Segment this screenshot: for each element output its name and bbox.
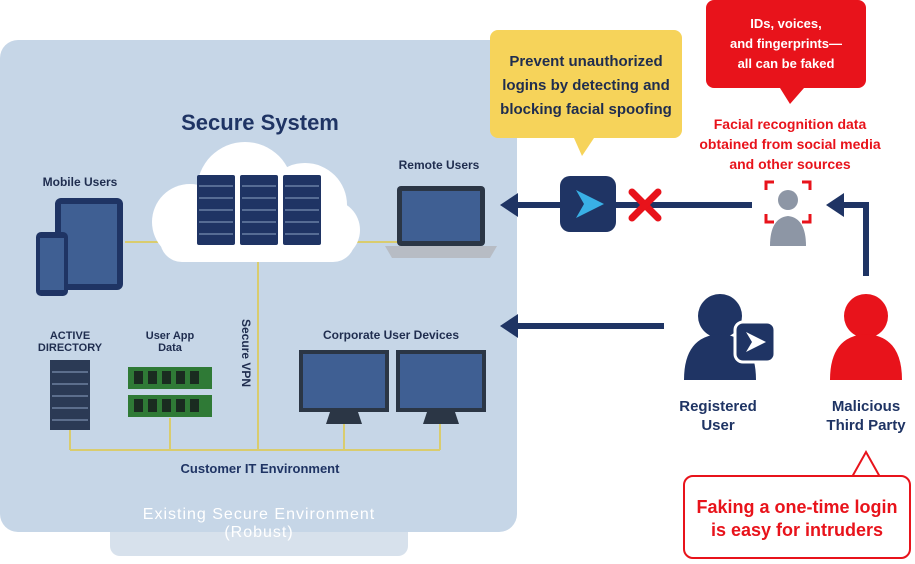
secure-system-title: Secure System [181,110,339,135]
tablet-icon [55,198,123,290]
secure-vpn-label: Secure VPN [239,318,253,388]
arrow-head-upper [500,193,518,217]
prevent-callout-text: Prevent unauthorized logins by detecting… [500,53,672,118]
one-time-login-text: Faking a one-time login is easy for intr… [696,497,898,540]
yellow-callout-tail [574,138,594,156]
registered-user-icon [684,294,777,380]
memory-module-icon [128,367,212,417]
laptop-icon [385,186,497,258]
user-app-data-label: User App Data [145,330,195,354]
one-time-login-callout [683,475,911,559]
server-rack-icon [197,175,321,245]
block-x-icon [628,188,662,222]
corporate-user-devices-label: Corporate User Devices [322,328,460,342]
facial-recognition-text: Facial recognition data obtained from so… [699,116,881,172]
existing-environment-label: Existing Secure Environment (Robust) [142,506,376,541]
red-callout-tail [780,88,804,104]
app-logo-icon [560,176,616,232]
registered-user-label: Registered User [679,398,757,434]
monitor-icon [396,350,486,424]
arrow-head-malicious [826,193,844,217]
arrow-malicious [834,202,869,276]
active-directory-label: ACTIVE DIRECTORY [37,330,103,354]
malicious-third-party-label: Malicious Third Party [826,398,906,434]
prevent-callout [490,30,682,138]
mobile-users-label: Mobile Users [42,175,118,189]
outline-callout-tail [851,449,881,478]
faked-callout [706,0,866,88]
active-directory-server-icon [50,360,90,430]
phone-icon [36,232,68,296]
remote-users-label: Remote Users [398,158,480,172]
customer-it-environment-label: Customer IT Environment [140,461,380,476]
face-scan-icon [764,180,812,246]
malicious-user-icon [830,294,902,380]
arrow-head-lower [500,314,518,338]
monitor-icon [299,350,389,424]
faked-callout-text: IDs, voices, and fingerprints— all can b… [730,16,842,71]
